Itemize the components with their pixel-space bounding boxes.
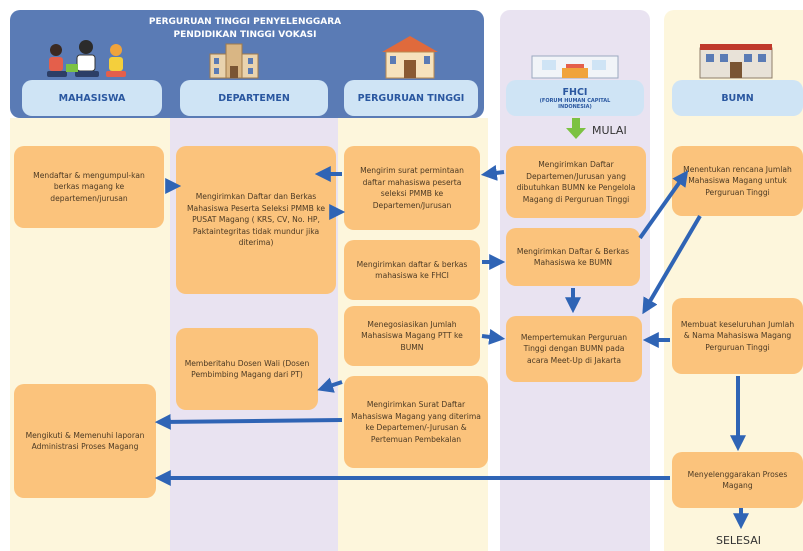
step-pt-send-accepted: Mengirimkan Surat Daftar Mahasiswa Magan… [344,376,488,468]
lane-header-departemen-label: DEPARTEMEN [218,92,290,104]
step-fhci-meetup: Mempertemukan Perguruan Tinggi dengan BU… [506,316,642,382]
step-pt-negotiate: Menegosiasikan Jumlah Mahasiswa Magang P… [344,306,480,366]
lane-header-fhci-sub: (FORUM HUMAN CAPITAL INDONESIA) [539,97,611,110]
lane-header-mahasiswa-label: MAHASISWA [58,92,126,104]
step-mahasiswa-register: Mendaftar & mengumpul-kan berkas magang … [14,146,164,228]
step-departemen-notify-lecturer: Memberitahu Dosen Wali (Dosen Pembimbing… [176,328,318,410]
step-bumn-plan: Menentukan rencana Jumlah Mahasiswa Maga… [672,146,803,216]
department-building-icon [208,42,260,84]
step-pt-send-to-fhci: Mengirimkan daftar & berkas mahasiswa ke… [344,240,480,300]
step-fhci-send-list: Mengirimkan Daftar Departemen/Jurusan ya… [506,146,646,218]
step-pt-request-letter: Mengirim surat permintaan daftar mahasis… [344,146,480,230]
arrow-fhci-to-pt [480,164,505,181]
arrow-pt-to-meetup [481,328,506,345]
step-fhci-send-to-bumn: Mengirimkan Daftar & Berkas Mahasiswa ke… [506,228,640,286]
step-departemen-send-list: Mengirimkan Daftar dan Berkas Mahasiswa … [176,146,336,294]
lane-header-mahasiswa: MAHASISWA [22,80,162,116]
lane-header-departemen: DEPARTEMEN [180,80,328,116]
lane-header-bumn-label: BUMN [721,92,754,104]
step-bumn-compile: Membuat keseluruhan Jumlah & Nama Mahasi… [672,298,803,374]
start-arrow-icon [565,118,587,144]
students-icon [42,40,132,86]
start-label: MULAI [592,124,627,137]
arrow-pt-to-mahasiswa [154,413,343,430]
lane-header-fhci-label: FHCI [562,86,588,98]
lane-header-fhci: FHCI (FORUM HUMAN CAPITAL INDONESIA) [506,80,644,116]
header-title-line2: PENDIDIKAN TINGGI VOKASI [173,30,317,40]
lane-header-perguruan-tinggi: PERGURUAN TINGGI [344,80,478,116]
header-title-line1: PERGURUAN TINGGI PENYELENGGARA [148,17,342,27]
step-bumn-run-internship: Menyelenggarakan Proses Magang [672,452,803,508]
step-mahasiswa-report: Mengikuti & Memenuhi laporan Administras… [14,384,156,498]
fhci-office-icon [530,46,620,84]
bumn-building-icon [696,34,776,84]
header-title: PERGURUAN TINGGI PENYELENGGARA PENDIDIKA… [100,16,390,42]
arrow-pt-to-departemen-notify [317,377,343,393]
arrow-fhci-to-bumn [638,170,689,240]
end-label: SELESAI [716,534,761,547]
university-building-icon [380,34,440,84]
lane-header-perguruan-tinggi-label: PERGURUAN TINGGI [357,92,465,104]
arrow-bumn-to-fhci [642,214,702,315]
lane-header-bumn: BUMN [672,80,803,116]
